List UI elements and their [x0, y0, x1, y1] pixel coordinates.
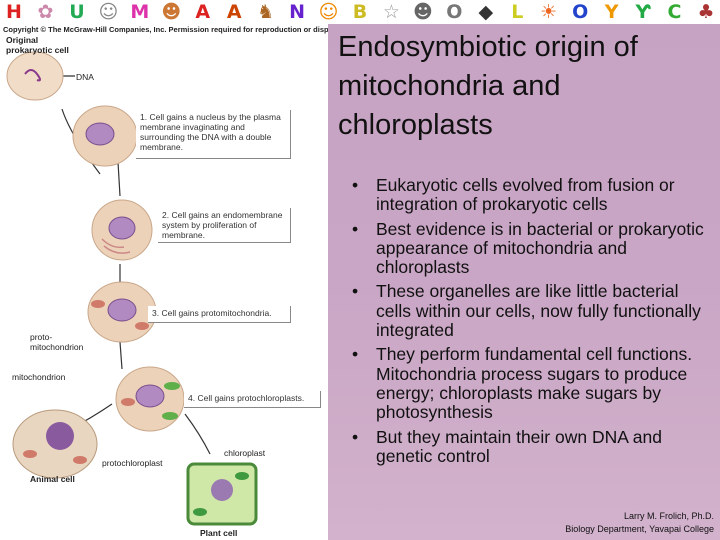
copyright-notice: Copyright © The McGraw-Hill Companies, I… [3, 25, 341, 34]
banner-letter: N [289, 1, 306, 23]
banner-letter: ♣ [697, 1, 715, 23]
cell-illustrations [6, 51, 258, 526]
banner-letter: U [69, 1, 85, 23]
banner-letter: B [352, 1, 368, 23]
author-credit: Larry M. Frolich, Ph.D. Biology Departme… [565, 510, 714, 536]
bullet-item: Eukaryotic cells evolved from fusion or … [348, 175, 710, 215]
banner-letter: C [667, 1, 682, 23]
banner-letter: ☻ [161, 1, 182, 23]
protochloroplast-label: protochloroplast [102, 458, 163, 468]
original-cell-label: Original prokaryotic cell [6, 35, 69, 55]
banner-letter: Y [604, 1, 619, 23]
step-4-text: 4. Cell gains protochloroplasts. [184, 391, 321, 408]
author-department: Biology Department, Yavapai College [565, 524, 714, 534]
banner-letter: L [511, 1, 524, 23]
bullet-item: These organelles are like little bacteri… [348, 282, 710, 340]
bullet-item: But they maintain their own DNA and gene… [348, 427, 710, 467]
bullet-list: Eukaryotic cells evolved from fusion or … [348, 175, 710, 471]
banner-letter: M [130, 1, 150, 23]
banner-letter: ☺ [98, 1, 119, 23]
banner-letter: ✿ [37, 1, 54, 23]
banner-letter: A [226, 1, 242, 23]
step-1-text: 1. Cell gains a nucleus by the plasma me… [136, 110, 291, 159]
dna-label: DNA [76, 72, 94, 82]
slide-title: Endosymbiotic origin of mitochondria and… [338, 31, 638, 141]
chloroplast-label: chloroplast [224, 448, 266, 458]
slide-content: Endosymbiotic origin of mitochondria and… [328, 24, 720, 540]
protomitochondrion-label: proto- mitochondrion [30, 332, 84, 352]
banner-letter: H [6, 1, 22, 23]
endosymbiosis-figure: Copyright © The McGraw-Hill Companies, I… [0, 24, 341, 540]
animal-cell-label: Animal cell [30, 474, 75, 484]
banner-letter: ☆ [382, 1, 400, 23]
banner-letter: ☀ [540, 1, 558, 23]
bullet-item: They perform fundamental cell functions.… [348, 345, 710, 422]
banner-letter: Ƴ [635, 1, 651, 23]
banner-letter: ☻ [412, 1, 433, 23]
step-2-text: 2. Cell gains an endomembrane system by … [158, 208, 291, 243]
banner-letter: O [446, 1, 463, 23]
banner-letter: ◆ [478, 1, 494, 23]
banner-letter: ♞ [257, 1, 275, 23]
banner-letter: O [572, 1, 589, 23]
mitochondrion-label: mitochondrion [12, 372, 66, 382]
bullet-item: Best evidence is in bacterial or prokary… [348, 219, 710, 278]
plant-cell-label: Plant cell [200, 528, 238, 538]
banner-letter: A [195, 1, 211, 23]
step-3-text: 3. Cell gains protomitochondria. [148, 306, 291, 323]
author-name: Larry M. Frolich, Ph.D. [623, 511, 714, 521]
banner-letter: ☺ [318, 1, 339, 23]
